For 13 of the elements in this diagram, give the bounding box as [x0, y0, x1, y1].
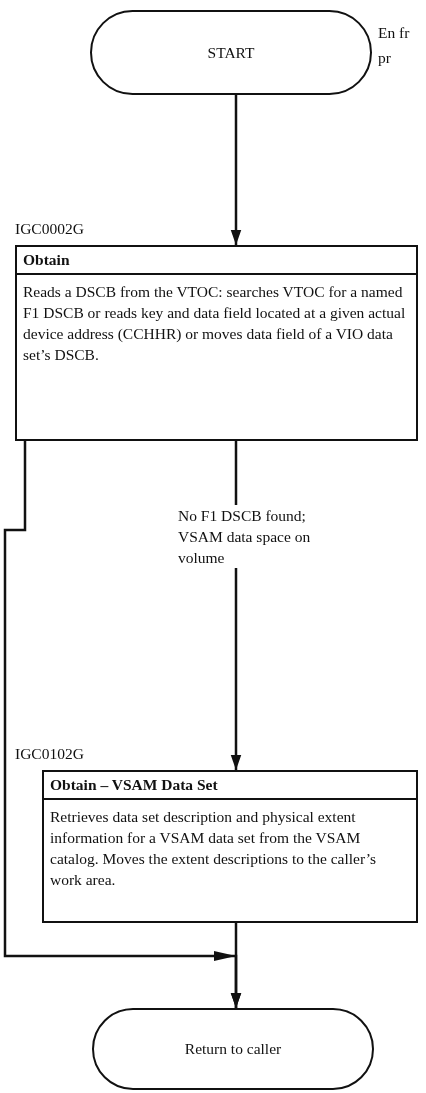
module-name: IGC0002G	[15, 219, 84, 239]
process-box	[15, 245, 418, 441]
box-heading: Obtain	[17, 247, 416, 275]
note-text: En fr pr	[378, 23, 411, 68]
process-box	[42, 770, 418, 923]
arrow	[230, 95, 242, 245]
arrow	[230, 923, 242, 1008]
box-description: Retrieves data set description and physical extent information for a VSAM data set from the VSAM catalog. Moves the extent descriptions to the caller’s work area.	[49, 807, 377, 890]
module-name: IGC0102G	[15, 744, 84, 764]
box-heading: Obtain – VSAM Data Set	[44, 772, 416, 800]
terminal-label: START	[207, 42, 255, 63]
box-description: Reads a DSCB from the VTOC: searches VTOC for a named F1 DSCB or reads key and data field located at a given actual device address (CCHHR) or moves data field of a VIO data set’s DSCB.	[22, 282, 407, 365]
terminal-label: Return to caller	[184, 1039, 282, 1059]
